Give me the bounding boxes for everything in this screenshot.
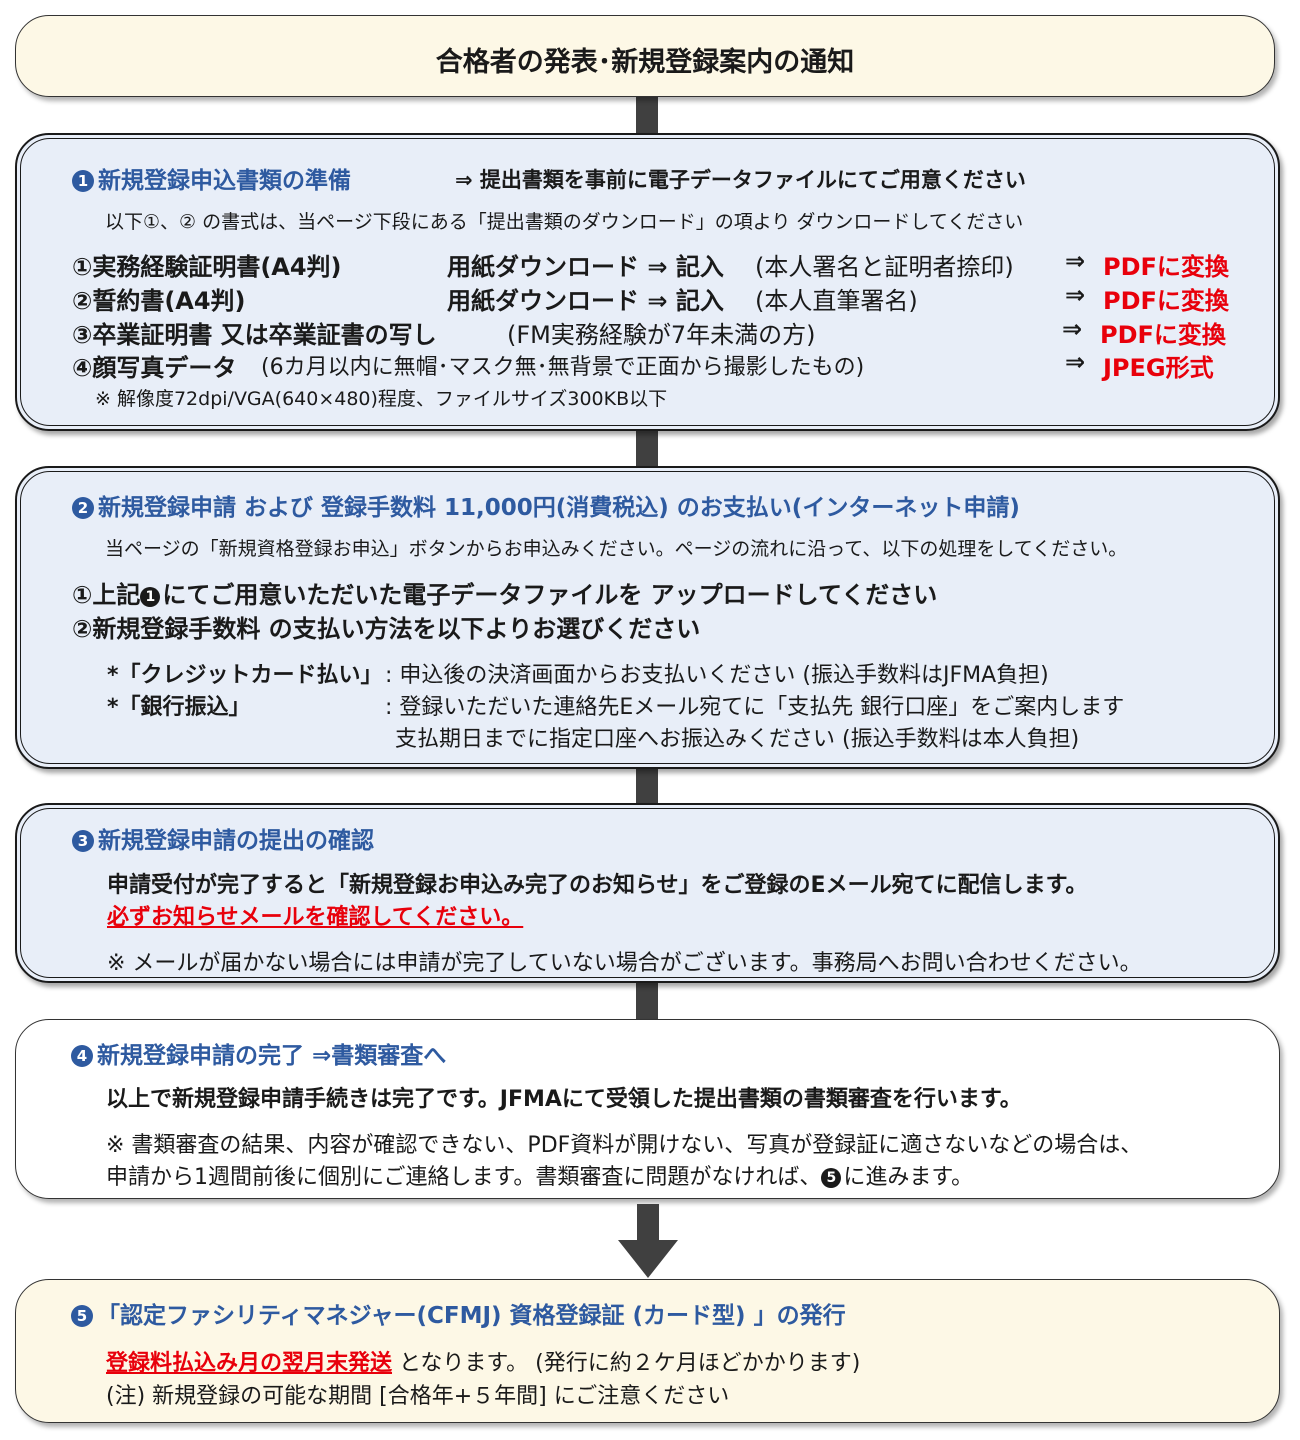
page-title: 合格者の発表･新規登録案内の通知 (435, 47, 855, 78)
step1-item2-action: 用紙ダウンロード ⇒ 記入 (447, 287, 724, 315)
connector-2 (636, 430, 658, 470)
step1-item1-result: PDFに変換 (1103, 253, 1229, 281)
step1-item3-result: PDFに変換 (1100, 321, 1226, 349)
step1-item1-arrow: ⇒ (1065, 247, 1086, 275)
step1-ref-icon: 1 (140, 587, 161, 607)
step1-item4-note: (6カ月以内に無帽･マスク無･無背景で正面から撮影したもの) (261, 355, 865, 380)
step1-footnote: ※ 解像度72dpi/VGA(640×480)程度、ファイルサイズ300KB以下 (95, 388, 668, 410)
step4-line1: 以上で新規登録申請手続きは完了です。JFMAにて受領した提出書類の書類審査を行い… (106, 1087, 1022, 1112)
step2-number-icon: 2 (72, 497, 94, 519)
step2-pay1-label: *「クレジットカード払い」 (107, 663, 383, 688)
step2-pay1-text: : 申込後の決済画面からお支払いください (振込手数料はJFMA負担) (385, 663, 1049, 688)
step2-intro: 当ページの「新規資格登録お申込」ボタンからお申込みください。ページの流れに沿って… (105, 538, 1128, 560)
step5-line2: (注) 新規登録の可能な期間 [合格年+５年間] にご注意ください (106, 1384, 730, 1409)
connector-1 (636, 95, 658, 137)
down-arrow-icon (618, 1204, 678, 1278)
step1-item1-label: ①実務経験証明書(A4判) (72, 253, 342, 281)
step1-item4-arrow: ⇒ (1065, 348, 1086, 376)
step1-item3-note: (FM実務経験が7年未満の方) (507, 321, 816, 349)
title-box: 合格者の発表･新規登録案内の通知 (15, 15, 1275, 97)
step1-item2-arrow: ⇒ (1065, 281, 1086, 309)
step2-pay2-label: *「銀行振込」 (107, 695, 251, 720)
step1-item4-result: JPEG形式 (1103, 354, 1214, 382)
step2-item2: ②新規登録手数料 の支払い方法を以下よりお選びください (72, 615, 701, 643)
step2-pay2-text2: 支払期日までに指定口座へお振込みください (振込手数料は本人負担) (395, 727, 1080, 752)
step1-item1-action: 用紙ダウンロード ⇒ 記入 (447, 253, 724, 281)
step4-note1: ※ 書類審査の結果、内容が確認できない、PDF資料が開けない、写真が登録証に適さ… (106, 1133, 1143, 1158)
step1-item2-note: (本人直筆署名) (755, 287, 918, 315)
step5-number-icon: 5 (71, 1305, 93, 1327)
step1-number-icon: 1 (72, 170, 94, 192)
step1-intro: 以下①、② の書式は、当ページ下段にある「提出書類のダウンロード」の項より ダウ… (105, 211, 1024, 233)
step5-line1: 登録料払込み月の翌月末発送 となります。 (発行に約２ケ月ほどかかります) (106, 1351, 861, 1376)
step1-heading-note: ⇒ 提出書類を事前に電子データファイルにてご用意ください (455, 168, 1026, 192)
step3-line2: 必ずお知らせメールを確認してください。 (107, 905, 524, 930)
connector-4 (636, 980, 658, 1022)
step1-item4-label: ④顔写真データ (72, 354, 237, 382)
step5-ref-icon: 5 (821, 1168, 842, 1188)
step3-number-icon: 3 (72, 830, 94, 852)
step1-item1-note: (本人署名と証明者捺印) (755, 253, 1014, 281)
connector-3 (636, 768, 658, 808)
step2-pay2-text: : 登録いただいた連絡先Eメール宛てに「支払先 銀行口座」をご案内します (385, 695, 1125, 720)
step1-item3-arrow: ⇒ (1062, 315, 1083, 343)
step3-note: ※ メールが届かない場合には申請が完了していない場合がございます。事務局へお問い… (107, 951, 1142, 976)
step1-item3-label: ③卒業証明書 又は卒業証書の写し (72, 321, 437, 349)
step1-item2-result: PDFに変換 (1103, 287, 1229, 315)
step4-number-icon: 4 (71, 1045, 93, 1067)
step3-line1: 申請受付が完了すると「新規登録お申込み完了のお知らせ」をご登録のEメール宛てに配… (107, 873, 1088, 898)
step5-heading: 5「認定ファシリティマネジャー(CFMJ) 資格登録証 (カード型) 」の発行 (71, 1296, 846, 1330)
step1-item2-label: ②誓約書(A4判) (72, 287, 246, 315)
step5-box: 5「認定ファシリティマネジャー(CFMJ) 資格登録証 (カード型) 」の発行 … (15, 1279, 1280, 1423)
